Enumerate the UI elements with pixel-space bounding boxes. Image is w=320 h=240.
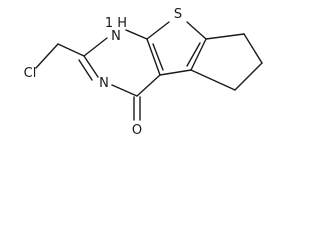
atom-oxygen: O [132, 123, 142, 138]
bond-c7a-c4b-inner [186, 42, 201, 67]
bond-cl-ch2 [35, 43, 59, 69]
bond-c6-c5 [234, 62, 263, 91]
bond-c7-c6 [243, 33, 263, 64]
bond-c2-n1 [83, 37, 108, 57]
bond-c4a-c4 [136, 74, 161, 97]
bond-c8a-c4a [146, 38, 161, 76]
bond-s-c7a [186, 21, 207, 40]
atom-chlorine: Cl [24, 66, 37, 81]
bond-c7a-c4b [190, 38, 207, 71]
atom-nh-hydrogen: 1 H [105, 16, 127, 31]
bond-c4-n3 [111, 84, 138, 97]
molecule-structure: Cl 1 H N N S O [24, 7, 263, 138]
bond-c8a-s [146, 21, 170, 40]
bond-c7a-c7 [205, 33, 245, 40]
bond-c8a-c4a-inner [152, 43, 164, 71]
bond-lines [35, 21, 263, 121]
atom-labels: Cl 1 H N N S O [24, 7, 182, 138]
atom-sulfur: S [174, 7, 182, 22]
bond-n3-c2 [83, 55, 99, 78]
atom-nitrogen: N [99, 76, 109, 91]
bond-n1-c8a [125, 29, 148, 40]
bond-c4b-c4a [159, 69, 192, 76]
bond-ch2-c2 [57, 43, 85, 57]
bond-n3-c2-double [78, 59, 93, 81]
atom-nh-nitrogen: N [111, 29, 121, 44]
bond-c5-c4b [190, 69, 236, 91]
